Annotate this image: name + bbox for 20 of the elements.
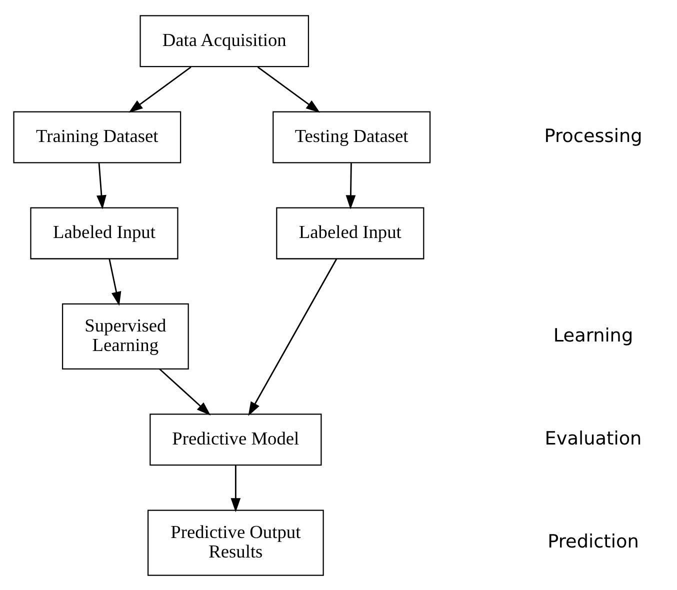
label: Processing <box>544 126 642 147</box>
node-box: Labeled Input <box>30 206 178 259</box>
arrow <box>346 162 356 209</box>
arrow <box>159 368 211 416</box>
label: Prediction <box>548 531 639 552</box>
node-box: Predictive Model <box>150 413 322 466</box>
arrow <box>230 464 241 512</box>
node-box: Testing Dataset <box>272 110 431 163</box>
node-box: Labeled Input <box>276 206 424 259</box>
node-box: Predictive Output Results <box>147 509 324 576</box>
arrow <box>108 258 122 306</box>
label: Evaluation <box>544 428 642 449</box>
arrow <box>96 162 106 209</box>
arrow <box>248 258 338 416</box>
arrow <box>128 66 192 112</box>
node-box: Training Dataset <box>13 110 182 163</box>
label: Learning <box>553 324 634 346</box>
arrow <box>257 66 320 112</box>
node-box: Supervised Learning <box>62 302 189 370</box>
node-box: Data Acquisition <box>140 14 310 67</box>
